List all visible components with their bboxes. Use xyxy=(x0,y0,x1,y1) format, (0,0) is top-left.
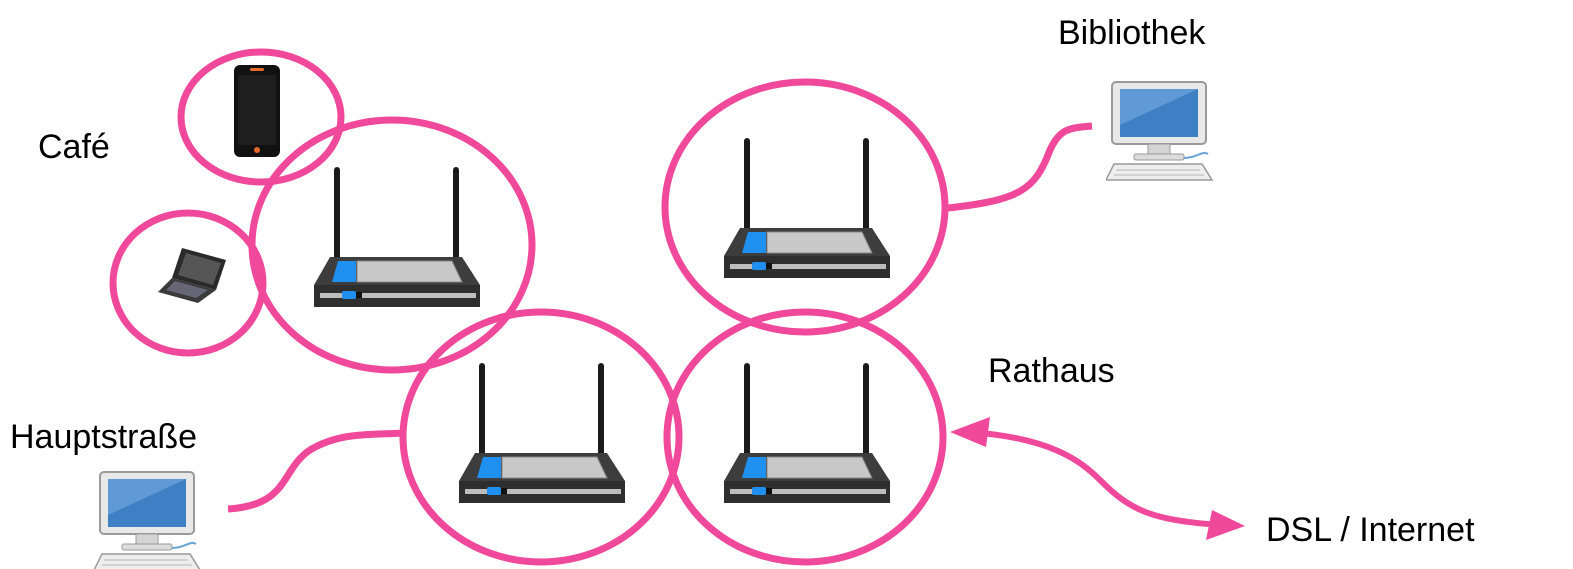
coverage-circle-rathaus xyxy=(663,308,947,566)
cable-bibliothek xyxy=(947,122,1093,212)
cable-dsl xyxy=(969,429,1221,528)
label-hauptstrasse: Hauptstraße xyxy=(10,418,197,456)
dsl-arrow-right xyxy=(1206,510,1245,540)
router-icon xyxy=(313,167,481,308)
router-icon xyxy=(458,363,626,504)
smartphone-icon xyxy=(234,65,280,157)
router-icon xyxy=(723,363,891,504)
coverage-circle-cafe xyxy=(248,116,536,374)
desktop-computer-icon xyxy=(94,471,201,569)
coverage-circle-phone xyxy=(177,48,345,186)
label-dsl-internet: DSL / Internet xyxy=(1266,511,1475,549)
label-rathaus: Rathaus xyxy=(988,352,1115,390)
cable-hauptstrasse xyxy=(227,429,405,513)
label-bibliothek: Bibliothek xyxy=(1058,14,1206,52)
dsl-arrow-left xyxy=(950,417,990,447)
coverage-circle-bibliothek xyxy=(661,78,949,336)
laptop-icon xyxy=(158,248,226,303)
label-cafe: Café xyxy=(38,128,110,166)
desktop-computer-icon xyxy=(1106,81,1213,181)
router-icon xyxy=(723,138,891,279)
coverage-circle-hauptstrasse xyxy=(399,308,683,566)
coverage-circle-laptop xyxy=(109,209,267,357)
